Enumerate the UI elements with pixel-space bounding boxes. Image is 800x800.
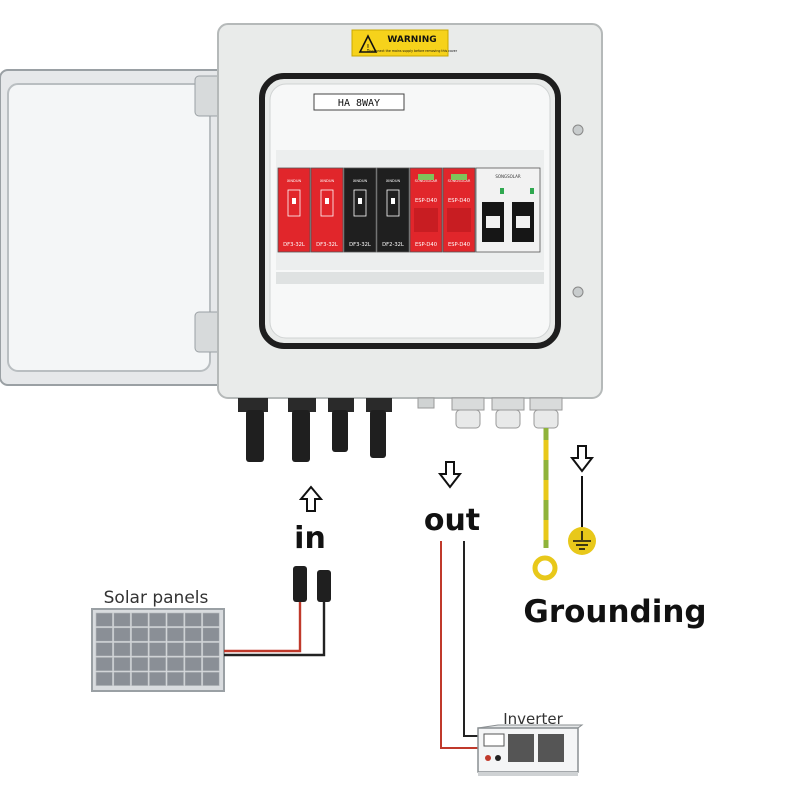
device-label: DF3-32L [349,242,371,248]
solar-cell [202,612,220,627]
solar-cell [131,657,149,672]
solar-cell [149,671,167,686]
device-brand: SONGSOLAR [448,179,471,183]
mc4-plug [293,566,307,602]
device-label: ESP-D40 [415,198,437,204]
din-device-fuse: XINDUN DF3-32L [343,167,377,253]
mc4-connector [288,398,316,462]
cable-gland [529,397,563,429]
vent-plug [417,397,435,409]
model-label: HA 8WAY [338,98,380,109]
din-device-fuse: XINDUN DF3-32L [277,167,311,253]
solar-cell [131,627,149,642]
solar-cell [95,642,113,657]
mc4-connector [366,398,392,458]
device-brand: SONGSOLAR [495,174,521,179]
solar-cell [95,627,113,642]
arrow-up-icon [298,485,324,512]
solar-cell [166,671,184,686]
ground-wire [532,428,558,581]
inverter-label: Inverter [503,710,563,728]
solar-cell [184,612,202,627]
device-label: DF2-32L [382,242,404,248]
warning-title: WARNING [387,35,436,45]
solar-cell [184,657,202,672]
inverter-vent-icon [538,734,564,762]
solar-cell [95,671,113,686]
device-label: DF3-32L [316,242,338,248]
device-brand: XINDUN [353,179,368,183]
ground-symbol-icon [568,476,596,555]
solar-cell [184,671,202,686]
solar-cell [95,657,113,672]
mc4-plug [317,570,331,602]
solar-cell [149,612,167,627]
cable-gland [491,397,525,429]
solar-cell [202,642,220,657]
din-rail-devices: XINDUNDF3-32LXINDUNDF3-32LXINDUNDF3-32LX… [277,167,541,253]
device-brand: XINDUN [386,179,401,183]
solar-cell [95,612,113,627]
din-device-fuse: XINDUN DF3-32L [310,167,344,253]
device-label: ESP-D40 [448,242,470,248]
mc4-connector [238,398,268,462]
solar-cell [166,627,184,642]
arrow-down-icon [437,461,463,489]
solar-cell [131,612,149,627]
device-brand: XINDUN [320,179,335,183]
svg-text:!: ! [366,43,369,52]
solar-cell [131,671,149,686]
pv-wires [224,566,331,657]
solar-panel: Solar panels [91,588,225,692]
mc4-connector [328,398,354,452]
grounding-label: Grounding [523,594,706,630]
solar-cell [166,612,184,627]
din-device-breaker: SONGSOLAR [475,167,541,253]
solar-cell [202,627,220,642]
solar-cell [184,642,202,657]
device-label: ESP-D40 [415,242,437,248]
cable-glands [417,397,563,429]
arrow-down-icon [569,445,595,473]
solar-cell [166,657,184,672]
output-wires [440,541,484,749]
device-brand: XINDUN [287,179,302,183]
solar-cell [184,627,202,642]
solar-cell [113,612,131,627]
solar-cell [113,627,131,642]
solar-cell [166,642,184,657]
cable-gland [451,397,485,429]
solar-cell [113,642,131,657]
in-label: in [294,521,326,556]
device-label: DF3-32L [283,242,305,248]
din-device-fuse: XINDUN DF2-32L [376,167,410,253]
mc4-connectors [238,398,392,462]
solar-cell [202,657,220,672]
out-label: out [424,503,480,538]
solar-panels-label: Solar panels [104,588,209,608]
warning-subtitle: Disconnect the mains supply before remov… [367,49,458,53]
inverter: Inverter [477,710,584,776]
solar-cell [149,657,167,672]
warning-sticker: ! WARNING Disconnect the mains supply be… [351,29,458,57]
solar-cell [149,627,167,642]
enclosure-door [0,69,246,386]
inverter-vent-icon [508,734,534,762]
solar-cell [202,671,220,686]
solar-cell [113,657,131,672]
device-brand: SONGSOLAR [415,179,438,183]
solar-cell [149,642,167,657]
model-label-plate: HA 8WAY [313,93,405,111]
solar-cell [131,642,149,657]
device-label: ESP-D40 [448,198,470,204]
solar-cell [113,671,131,686]
